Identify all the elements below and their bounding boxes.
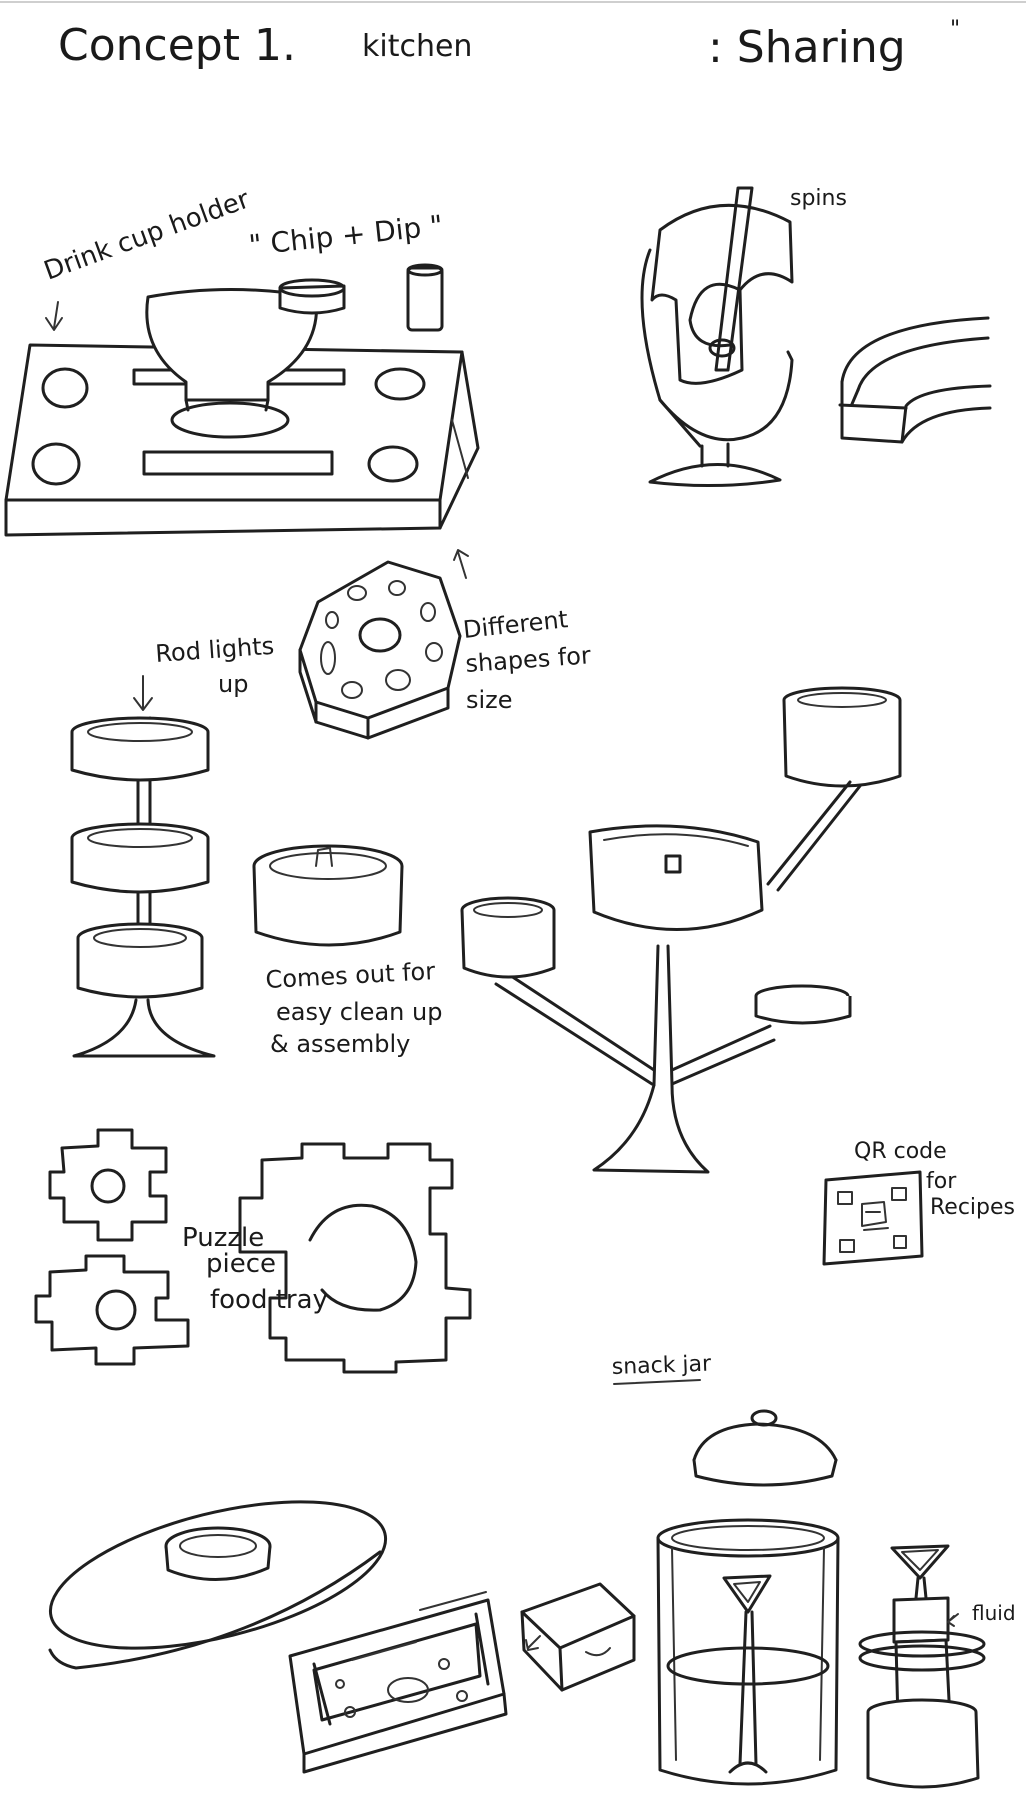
theme-label: : Sharing	[708, 22, 906, 73]
fluid-label: fluid	[972, 1601, 1016, 1625]
curved-tray-sketch	[838, 316, 992, 444]
lazy-susan-sketch	[48, 1500, 388, 1670]
room-label: kitchen	[362, 29, 472, 64]
fluid-dispenser-sketch: fluid	[858, 1544, 1016, 1789]
drawer-box-sketch	[288, 1582, 636, 1774]
comes-out-label-2: easy clean up	[276, 998, 442, 1026]
qr-recipes-label: Recipes	[930, 1195, 1015, 1220]
snack-jar-label: snack jar	[611, 1352, 712, 1380]
branched-server-sketch	[460, 686, 902, 1174]
tiered-stand-sketch: Rod lights up	[70, 632, 275, 1058]
puzzle-label-2: piece	[206, 1249, 276, 1279]
snack-jar-sketch: snack jar	[611, 1352, 840, 1786]
theme-quote: "	[950, 17, 960, 42]
puzzle-tray-sketch: Puzzle piece food tray	[34, 1128, 472, 1374]
spins-label: spins	[790, 186, 847, 211]
qr-code-sketch: QR code for Recipes	[822, 1139, 1015, 1266]
removable-insert-sketch: Comes out for easy clean up & assembly	[252, 844, 442, 1058]
spinning-bowl-sketch: spins	[640, 186, 847, 488]
comes-out-label-3: & assembly	[270, 1030, 410, 1058]
qr-for-label: for	[926, 1169, 957, 1194]
puzzle-label-3: food tray	[210, 1285, 328, 1315]
page-title: Concept 1.	[58, 20, 296, 71]
rod-lights-label-2: up	[218, 670, 248, 698]
different-shapes-label-3: size	[466, 686, 513, 714]
puzzle-label-1: Puzzle	[182, 1223, 264, 1253]
qr-code-label: QR code	[854, 1139, 947, 1164]
